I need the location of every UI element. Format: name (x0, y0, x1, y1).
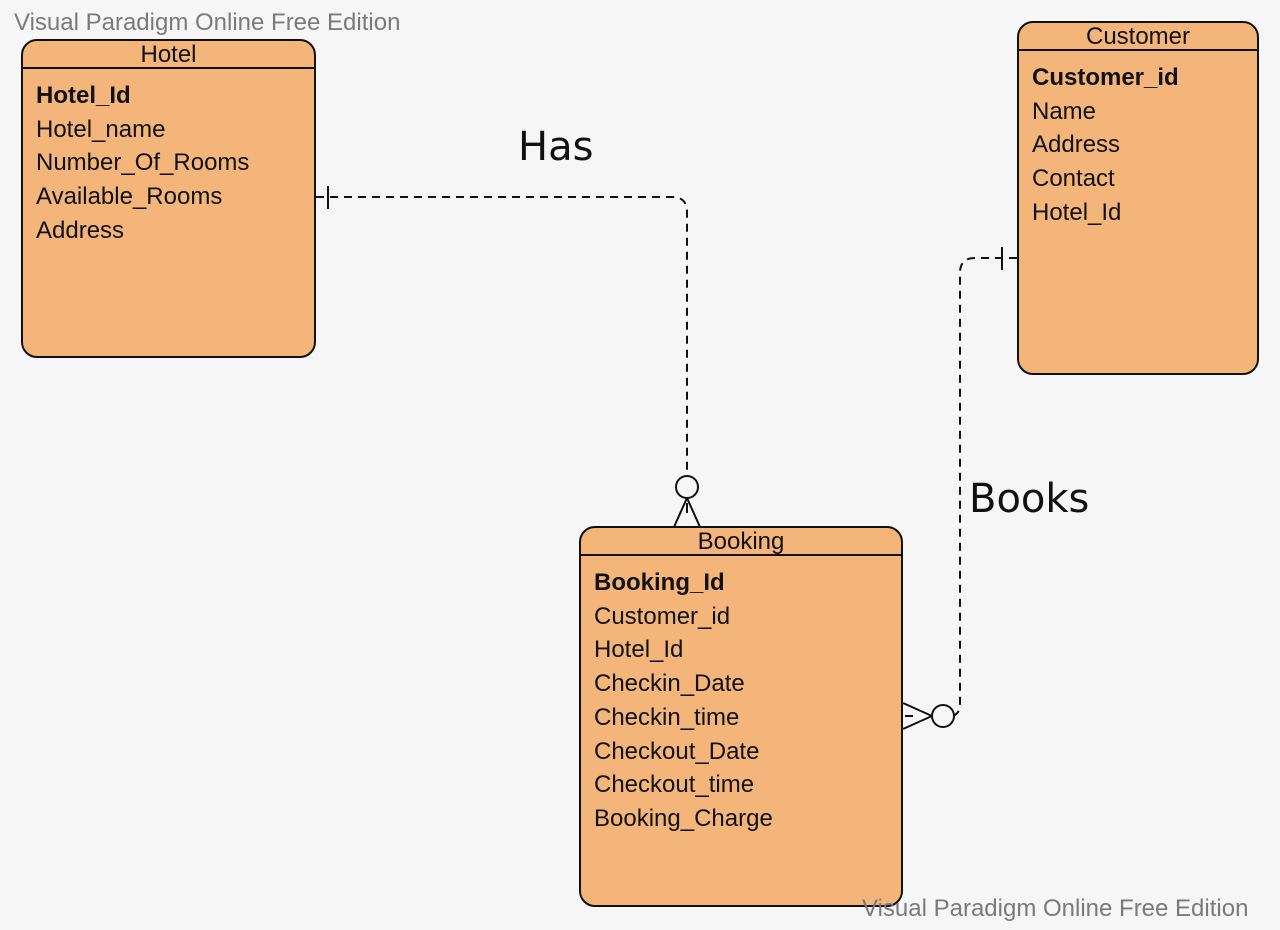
attribute-primary-key: Booking_Id (594, 569, 725, 596)
attribute: Checkout_Date (594, 737, 760, 765)
attribute: Hotel_Id (1032, 198, 1122, 226)
attribute: Checkout_time (594, 771, 755, 799)
has-zero-marker (675, 475, 699, 499)
relationship-has-line[interactable] (316, 186, 701, 528)
attribute: Name (1032, 97, 1097, 125)
books-zero-marker (931, 704, 955, 728)
attribute: Available_Rooms (36, 183, 223, 211)
has-crowfoot-right (686, 497, 701, 528)
entity-booking-title: Booking (581, 528, 901, 556)
attribute: Address (1032, 131, 1121, 159)
relationship-books-line[interactable] (902, 247, 1017, 730)
relationship-label-has: Has (518, 124, 594, 170)
attribute: Booking_Charge (594, 804, 773, 832)
entity-booking-attributes: Booking_Id Customer_id Hotel_Id Checkin_… (581, 556, 901, 836)
entity-hotel-title: Hotel (23, 41, 314, 69)
attribute: Number_Of_Rooms (36, 149, 250, 177)
watermark-bottom: Visual Paradigm Online Free Edition (862, 895, 1249, 922)
has-crowfoot-left (673, 497, 688, 528)
attribute: Checkin_time (594, 703, 740, 731)
attribute: Hotel_name (36, 115, 166, 143)
entity-booking[interactable]: Booking Booking_Id Customer_id Hotel_Id … (579, 526, 903, 907)
watermark-top: Visual Paradigm Online Free Edition (14, 9, 401, 36)
books-crowfoot-bottom (902, 715, 933, 730)
entity-customer-title: Customer (1019, 23, 1257, 51)
relationship-label-books: Books (969, 476, 1090, 522)
entity-hotel-attributes: Hotel_Id Hotel_name Number_Of_Rooms Avai… (23, 69, 314, 248)
attribute: Contact (1032, 165, 1115, 193)
attribute: Checkin_Date (594, 670, 745, 698)
attribute-primary-key: Customer_id (1032, 64, 1179, 91)
attribute-primary-key: Hotel_Id (36, 82, 131, 109)
entity-customer[interactable]: Customer Customer_id Name Address Contac… (1017, 21, 1259, 375)
books-crowfoot-top (902, 702, 933, 717)
attribute: Hotel_Id (594, 636, 684, 664)
entity-hotel[interactable]: Hotel Hotel_Id Hotel_name Number_Of_Room… (21, 39, 316, 358)
attribute: Address (36, 216, 125, 244)
entity-customer-attributes: Customer_id Name Address Contact Hotel_I… (1019, 51, 1257, 230)
attribute: Customer_id (594, 602, 731, 630)
